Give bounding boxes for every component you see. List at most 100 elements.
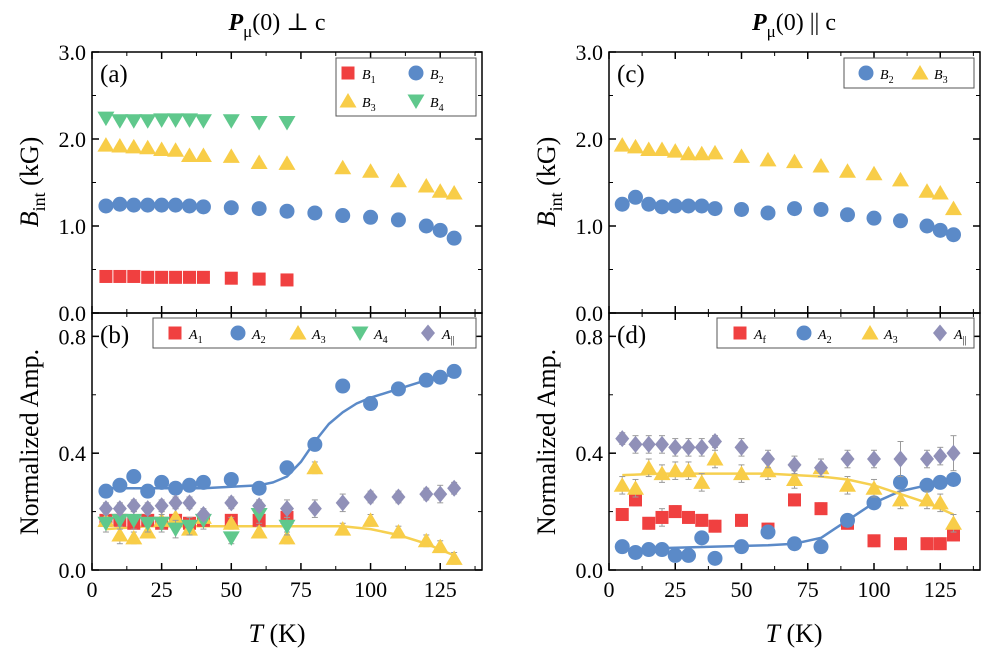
data-point xyxy=(250,524,268,539)
data-point xyxy=(813,539,829,555)
legend-label: B1 xyxy=(362,68,376,86)
data-point xyxy=(918,183,936,198)
data-point xyxy=(98,483,114,499)
legend-marker xyxy=(858,65,874,81)
right-bottom-ylabel: Normalized Amp. xyxy=(532,349,561,535)
legend-marker xyxy=(407,94,425,109)
data-point xyxy=(250,115,268,131)
data-point xyxy=(167,142,185,157)
y-tick-label: 0.8 xyxy=(59,324,87,349)
data-point xyxy=(893,474,908,490)
data-point xyxy=(251,201,267,217)
legend-label: A4 xyxy=(373,328,388,346)
data-point xyxy=(335,378,351,394)
data-point xyxy=(126,469,142,485)
x-tick-label: 100 xyxy=(354,577,387,602)
data-point xyxy=(653,465,671,481)
data-point xyxy=(278,519,296,535)
data-point xyxy=(182,494,197,512)
legend-label: A|| xyxy=(953,328,967,346)
data-point xyxy=(182,477,197,493)
data-point xyxy=(666,462,684,478)
data-point xyxy=(111,137,129,153)
data-point xyxy=(613,477,631,492)
data-point xyxy=(919,218,935,234)
left-xlabel: T (K) xyxy=(248,619,305,648)
data-point xyxy=(865,165,883,181)
data-point xyxy=(694,530,710,546)
data-point xyxy=(391,488,406,506)
data-point xyxy=(417,532,435,548)
data-point xyxy=(707,201,723,217)
data-point xyxy=(139,516,157,532)
data-point xyxy=(839,163,856,178)
data-point xyxy=(125,529,143,545)
y-tick-label: 0.8 xyxy=(576,324,604,349)
data-point xyxy=(112,477,128,493)
panel-label: (b) xyxy=(100,322,129,349)
data-point xyxy=(195,474,211,490)
data-point xyxy=(627,138,644,154)
data-point xyxy=(153,141,171,156)
data-point xyxy=(787,456,802,474)
data-point xyxy=(840,512,855,528)
data-point xyxy=(125,138,143,154)
y-tick-label: 0.4 xyxy=(59,441,87,466)
data-point xyxy=(866,495,882,511)
data-point xyxy=(447,479,462,497)
data-point xyxy=(432,369,448,385)
panel-label: (d) xyxy=(617,322,646,349)
data-point xyxy=(111,114,129,129)
x-tick-label: 50 xyxy=(731,577,753,602)
data-point xyxy=(708,433,722,450)
data-point xyxy=(946,444,961,462)
legend-label: A|| xyxy=(441,328,455,346)
data-point xyxy=(931,184,949,200)
data-point xyxy=(126,197,142,213)
data-point xyxy=(694,438,709,456)
data-point xyxy=(641,542,657,558)
data-point xyxy=(154,197,170,213)
y-tick-label: 2.0 xyxy=(59,127,87,152)
data-point xyxy=(627,480,644,495)
data-point xyxy=(196,506,211,524)
legend-label: Af xyxy=(753,328,767,346)
data-point xyxy=(111,526,129,542)
data-point xyxy=(640,459,658,475)
panel-frame xyxy=(91,312,483,571)
data-point xyxy=(614,196,630,212)
data-point xyxy=(224,271,238,285)
panel-label: (c) xyxy=(617,61,645,88)
data-point xyxy=(814,459,828,477)
data-point xyxy=(153,113,171,128)
data-point xyxy=(734,539,749,555)
data-point xyxy=(760,524,776,540)
data-point xyxy=(154,474,170,490)
data-point xyxy=(653,141,671,156)
legend-label: A2 xyxy=(817,328,832,346)
series-A3 xyxy=(97,459,463,565)
right-xlabel: T (K) xyxy=(765,619,822,648)
data-point xyxy=(363,488,378,506)
data-point xyxy=(280,273,294,287)
data-point xyxy=(761,450,775,468)
legend-marker xyxy=(168,326,182,340)
data-point xyxy=(97,137,115,152)
data-point xyxy=(224,494,239,512)
data-point xyxy=(140,197,156,213)
data-point xyxy=(195,199,211,215)
data-point xyxy=(431,183,449,198)
data-point xyxy=(194,114,212,129)
series-B3 xyxy=(613,137,962,216)
y-tick-label: 1.0 xyxy=(59,214,87,239)
data-point xyxy=(894,537,907,551)
data-point xyxy=(933,447,948,465)
data-point xyxy=(306,459,324,475)
data-point xyxy=(667,198,683,214)
data-point xyxy=(946,227,961,243)
data-point xyxy=(222,531,240,546)
legend-label: B2 xyxy=(880,68,894,86)
data-point xyxy=(932,222,948,238)
x-tick-label: 125 xyxy=(424,577,457,602)
